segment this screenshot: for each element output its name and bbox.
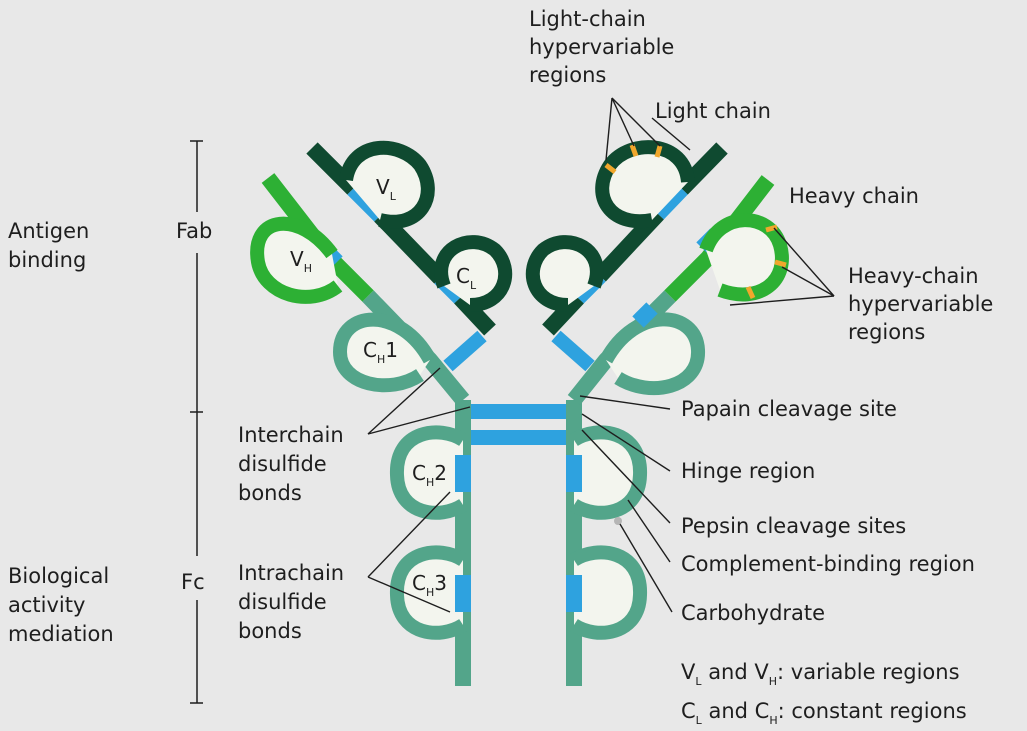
right-fab-arm [525,140,789,405]
fc-domains [390,425,647,640]
light-chain-hypervariable-label: Light-chain hypervariable regions [529,7,681,87]
leader-lines [367,97,835,613]
legend-constant-regions: CL and CH: constant regions [681,699,967,727]
ch3-label: CH3 [412,571,447,599]
carbohydrate-label: Carbohydrate [681,601,825,625]
vh-label: VH [290,247,312,275]
heavy-chain-label: Heavy chain [789,184,919,208]
fc-stem [455,400,582,686]
light-chain-label: Light chain [655,99,771,123]
light-hypervariable-marks [604,144,663,174]
vl-label: VL [376,175,397,203]
interchain-disulfide-label: Interchain disulfide bonds [238,423,350,505]
ch2-label: CH2 [412,461,447,489]
legend-variable-regions: VL and VH: variable regions [681,660,960,688]
intrachain-disulfide-label: Intrachain disulfide bonds [238,561,351,643]
hinge-disulfide-bond-2 [471,430,566,445]
fab-label: Fab [176,219,212,243]
carbohydrate-dot [614,517,622,525]
papain-cleavage-label: Papain cleavage site [681,397,897,421]
cl-label: CL [456,264,477,292]
complement-binding-label: Complement-binding region [681,552,975,576]
ch1-label: CH1 [363,338,398,366]
heavy-chain-hypervariable-label: Heavy-chain hypervariable regions [848,264,1000,344]
fc-label: Fc [181,570,205,594]
antigen-binding-label: Antigen binding [8,219,96,272]
hinge-disulfide-bond-1 [471,404,566,419]
left-fab-arm [250,140,513,406]
pepsin-cleavage-label: Pepsin cleavage sites [681,514,906,538]
hinge-region-label: Hinge region [681,459,815,483]
heavy-hypervariable-marks [745,224,787,300]
biological-activity-label: Biological activity mediation [8,564,116,646]
region-bracket [190,140,203,704]
